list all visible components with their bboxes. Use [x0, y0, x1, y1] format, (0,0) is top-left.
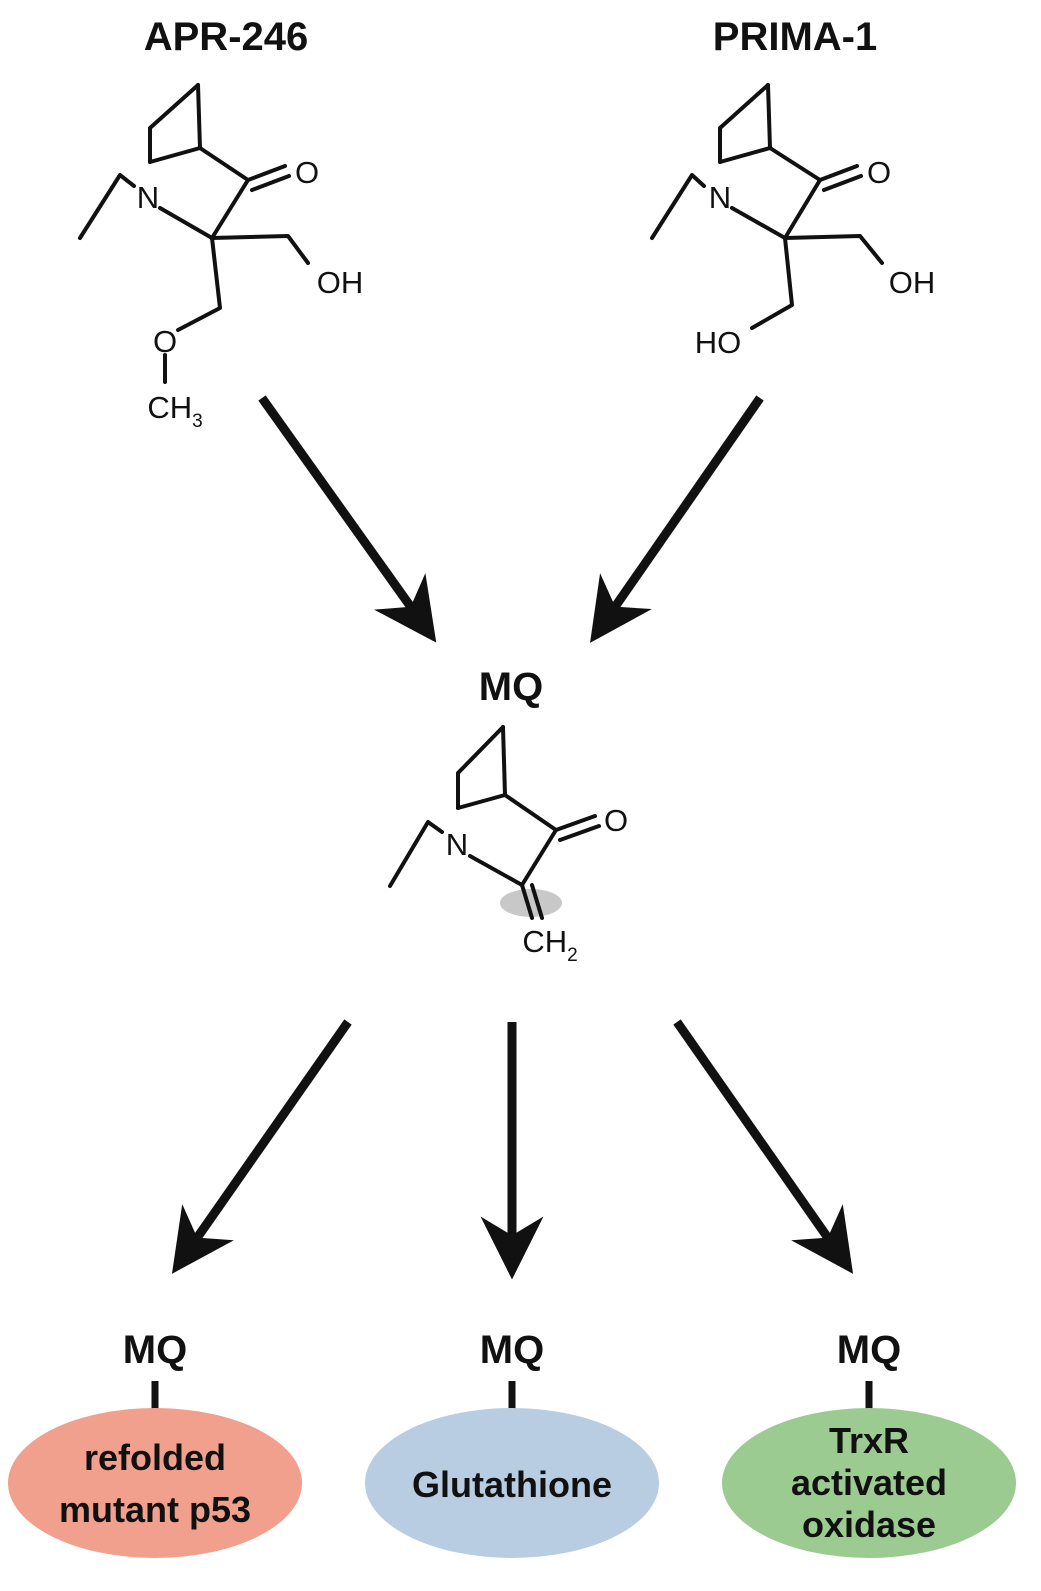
prima-1-hydroxyl-left: HO [695, 325, 742, 360]
target-ellipse [365, 1408, 659, 1558]
target-label-line-1: Glutathione [412, 1464, 612, 1505]
apr-246-methyl-group: CH3 [147, 390, 202, 432]
mq-ketone-oxygen: O [604, 803, 628, 838]
target-label-line-3: oxidase [802, 1504, 936, 1545]
target-label-line-2: mutant p53 [59, 1489, 251, 1530]
arrow-prima1-to-mq [590, 395, 764, 643]
mq-reactive-site-highlight [500, 889, 562, 917]
apr-246-hydroxyl: OH [317, 265, 364, 300]
prima-1-nitrogen: N [709, 180, 731, 215]
mq-methylene-group: CH2 [522, 924, 577, 966]
arrow-mq-to-trxr [673, 1019, 854, 1274]
mq-structure: MQ N O CH2 [388, 665, 628, 966]
mq-title: MQ [479, 665, 543, 709]
target-label-line-1: TrxR [829, 1420, 909, 1461]
apr-246-bonds [78, 83, 310, 384]
target-trxr-activated-oxidase: MQ TrxR activated oxidase [722, 1328, 1016, 1558]
mq-bonds [388, 725, 601, 920]
target-adduct-label: MQ [837, 1328, 901, 1372]
apr-246-ether-oxygen: O [153, 324, 177, 359]
target-glutathione: MQ Glutathione [365, 1328, 659, 1558]
target-label-line-1: refolded [84, 1437, 226, 1478]
target-ellipse [722, 1408, 1016, 1558]
prima-1-ketone-oxygen: O [867, 155, 891, 190]
apr-246-title: APR-246 [144, 15, 309, 59]
apr-246-nitrogen: N [137, 180, 159, 215]
apr-246-ketone-oxygen: O [295, 155, 319, 190]
apr-246-structure: APR-246 N O OH O CH3 [78, 15, 364, 432]
target-ellipse [8, 1408, 302, 1558]
prima-1-title: PRIMA-1 [713, 15, 877, 59]
prima-1-bonds [650, 83, 884, 330]
target-label-line-2: activated [791, 1462, 947, 1503]
prima-1-hydroxyl-right: OH [889, 265, 936, 300]
target-adduct-label: MQ [480, 1328, 544, 1372]
mq-nitrogen: N [446, 827, 468, 862]
target-refolded-mutant-p53: MQ refolded mutant p53 [8, 1328, 302, 1558]
prima-1-structure: PRIMA-1 N O OH HO [650, 15, 936, 360]
arrow-mq-to-p53 [171, 1019, 352, 1274]
arrow-apr246-to-mq [258, 395, 437, 643]
target-adduct-label: MQ [123, 1328, 187, 1372]
